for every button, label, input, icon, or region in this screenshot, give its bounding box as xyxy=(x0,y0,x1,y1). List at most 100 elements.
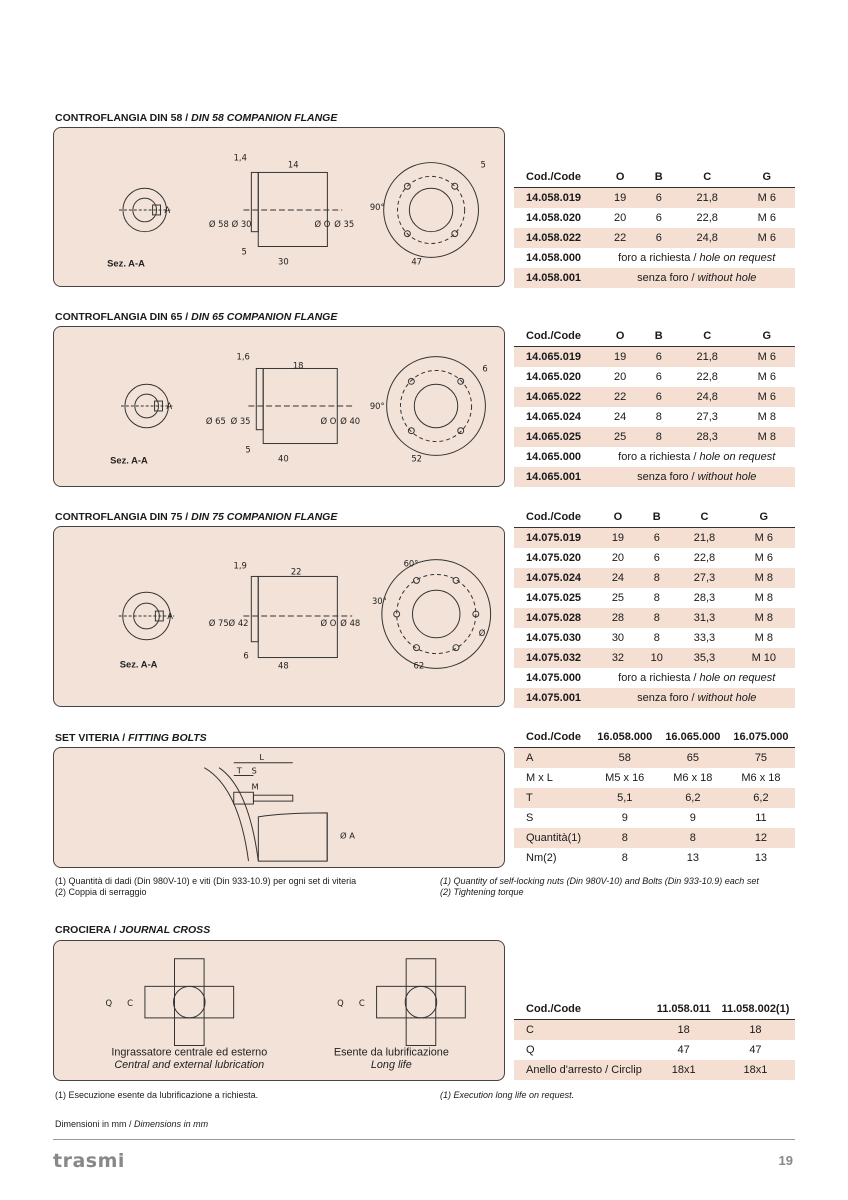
svg-text:47: 47 xyxy=(411,256,422,266)
svg-text:Central and external lubricati: Central and external lubrication xyxy=(114,1059,264,1071)
brand-logo: trasmi xyxy=(53,1150,125,1172)
svg-text:18: 18 xyxy=(293,360,304,370)
svg-text:Ingrassatore centrale ed ester: Ingrassatore centrale ed esterno xyxy=(111,1046,267,1058)
svg-text:Long life: Long life xyxy=(371,1059,412,1071)
table-bolts: Cod./Code 16.058.000 16.065.000 16.075.0… xyxy=(514,727,795,868)
section-title-bolts: SET VITERIA / FITTING BOLTS xyxy=(55,732,207,744)
svg-text:1,4: 1,4 xyxy=(234,153,247,163)
svg-text:22: 22 xyxy=(291,566,302,576)
svg-text:30°: 30° xyxy=(372,596,387,606)
section-title-din58: CONTROFLANGIA DIN 58 / DIN 58 COMPANION … xyxy=(55,112,338,124)
table-row: 14.058.000 foro a richiesta / hole on re… xyxy=(526,252,776,264)
svg-text:S: S xyxy=(251,766,256,776)
svg-text:14: 14 xyxy=(288,160,299,170)
svg-text:60°: 60° xyxy=(404,559,419,569)
drawing-din65: Sez. A-A A 1,6 18 5 40 52 Ø 65 Ø 35 Ø O … xyxy=(53,326,505,487)
table-row: 14.065.001 senza foro / without hole xyxy=(514,467,795,487)
svg-text:40: 40 xyxy=(278,453,289,463)
svg-text:Ø 48: Ø 48 xyxy=(340,618,360,628)
svg-text:Ø: Ø xyxy=(479,628,486,638)
svg-text:Ø 30: Ø 30 xyxy=(232,219,252,229)
svg-text:1,9: 1,9 xyxy=(234,561,247,571)
svg-text:Ø 58: Ø 58 xyxy=(209,219,229,229)
svg-text:Ø 75: Ø 75 xyxy=(209,618,229,628)
drawing-din75: Sez. A-A A 1,9 22 6 48 62 Ø 75 Ø 42 Ø O … xyxy=(53,526,505,707)
table-row: 14.058.001 senza foro / without hole xyxy=(514,268,795,288)
footnote-cross-en: (1) Execution long life on request. xyxy=(440,1090,575,1100)
svg-text:48: 48 xyxy=(278,660,289,670)
svg-text:Q: Q xyxy=(105,998,112,1008)
svg-text:52: 52 xyxy=(411,453,422,463)
svg-text:A: A xyxy=(166,401,172,411)
svg-text:Ø 35: Ø 35 xyxy=(231,416,251,426)
svg-text:Ø 35: Ø 35 xyxy=(334,219,354,229)
svg-text:L: L xyxy=(259,752,264,762)
svg-text:5: 5 xyxy=(241,246,246,256)
svg-text:62: 62 xyxy=(413,660,424,670)
dimensions-note: Dimensioni in mm / Dimensions in mm xyxy=(55,1119,209,1129)
table-row: 14.075.001 senza foro / without hole xyxy=(514,688,795,708)
table-header: Cod./Code O B C G xyxy=(514,167,795,188)
fitting-bolt-drawing: L T S M Ø A xyxy=(204,752,355,862)
footnote-cross-it: (1) Esecuzione esente da lubrificazione … xyxy=(55,1090,259,1100)
table-header: Cod./Code O B C G xyxy=(514,326,795,347)
drawing-bolts: L T S M Ø A xyxy=(53,747,505,868)
svg-text:Ø 42: Ø 42 xyxy=(229,618,249,628)
svg-text:1,6: 1,6 xyxy=(237,352,250,362)
section-title-cross: CROCIERA / JOURNAL CROSS xyxy=(55,924,211,936)
section-title-din75: CONTROFLANGIA DIN 75 / DIN 75 COMPANION … xyxy=(55,511,338,523)
companion-flange-drawing: Sez. A-A A 1,6 18 5 40 52 Ø 65 Ø 35 Ø O … xyxy=(110,352,488,466)
footnote-bolts-en: (1) Quantity of self-locking nuts (Din 9… xyxy=(440,876,759,897)
svg-text:Ø 65: Ø 65 xyxy=(206,416,226,426)
svg-text:C: C xyxy=(359,998,365,1008)
svg-text:90°: 90° xyxy=(370,202,385,212)
svg-text:6: 6 xyxy=(482,363,487,373)
svg-text:Q: Q xyxy=(337,998,344,1008)
svg-text:C: C xyxy=(127,998,133,1008)
footnote-bolts-it: (1) Quantità di dadi (Din 980V-10) e vit… xyxy=(55,876,357,897)
svg-text:Ø O: Ø O xyxy=(320,416,336,426)
svg-text:Ø O: Ø O xyxy=(321,618,337,628)
svg-text:A: A xyxy=(167,611,173,621)
footer-divider xyxy=(53,1139,795,1140)
table-header: Cod./Code 11.058.011 11.058.002(1) xyxy=(514,999,795,1020)
drawing-cross: Q C Q C Ingrassatore centrale ed esterno… xyxy=(53,940,505,1081)
svg-text:90°: 90° xyxy=(370,401,385,411)
section-title-din65: CONTROFLANGIA DIN 65 / DIN 65 COMPANION … xyxy=(55,311,338,323)
companion-flange-drawing: Sez. A-A A 1,9 22 6 48 62 Ø 75 Ø 42 Ø O … xyxy=(118,559,492,670)
drawing-din58: Sez. A-A A 1,4 14 5 30 47 Ø 58 Ø 30 Ø O … xyxy=(53,127,505,287)
sez-label: Sez. A-A xyxy=(110,455,148,465)
table-row: 14.075.000 foro a richiesta / hole on re… xyxy=(526,672,776,684)
table-row: 14.065.000 foro a richiesta / hole on re… xyxy=(526,451,776,463)
sez-label: Sez. A-A xyxy=(120,658,158,669)
page-number: 19 xyxy=(778,1153,793,1168)
svg-text:Esente da lubrificazione: Esente da lubrificazione xyxy=(334,1046,449,1058)
journal-cross-drawing: Q C Q C Ingrassatore centrale ed esterno… xyxy=(105,958,466,1071)
svg-text:T: T xyxy=(236,766,243,776)
svg-text:30: 30 xyxy=(278,256,289,266)
